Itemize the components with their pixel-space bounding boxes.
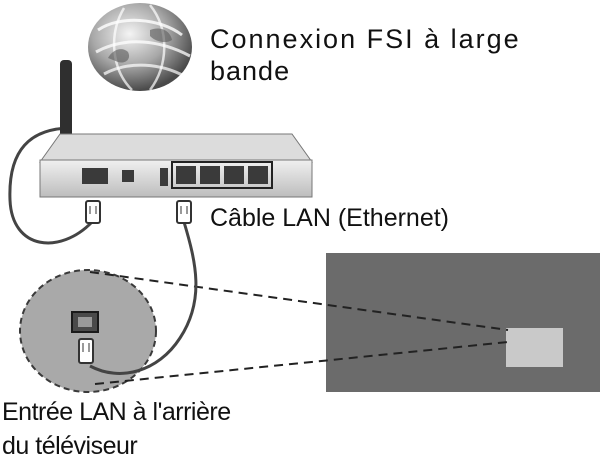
router-icon — [39, 133, 313, 198]
wan-cable — [8, 126, 94, 245]
ethernet-plug-icon — [176, 200, 192, 224]
isp-label-line2: bande — [210, 56, 291, 86]
globe-icon — [88, 3, 192, 91]
tv-lan-port-highlight — [506, 328, 563, 367]
lan-cable-label: Câble LAN (Ethernet) — [210, 204, 450, 232]
ethernet-plug-icon — [78, 338, 94, 364]
tv-input-label-line1: Entrée LAN à l'arrière — [2, 398, 231, 426]
lan-port-icon — [71, 311, 99, 333]
zoom-line-top — [89, 271, 509, 331]
router-lan-ports — [171, 161, 273, 189]
lan-ethernet-cable — [89, 221, 198, 375]
tv-input-label-line2: du téléviseur — [2, 432, 138, 460]
tv-back-panel — [326, 253, 600, 392]
isp-label-line1: Connexion FSI à large — [210, 24, 521, 54]
zoom-line-bottom — [94, 341, 509, 385]
ethernet-plug-icon — [85, 200, 101, 224]
